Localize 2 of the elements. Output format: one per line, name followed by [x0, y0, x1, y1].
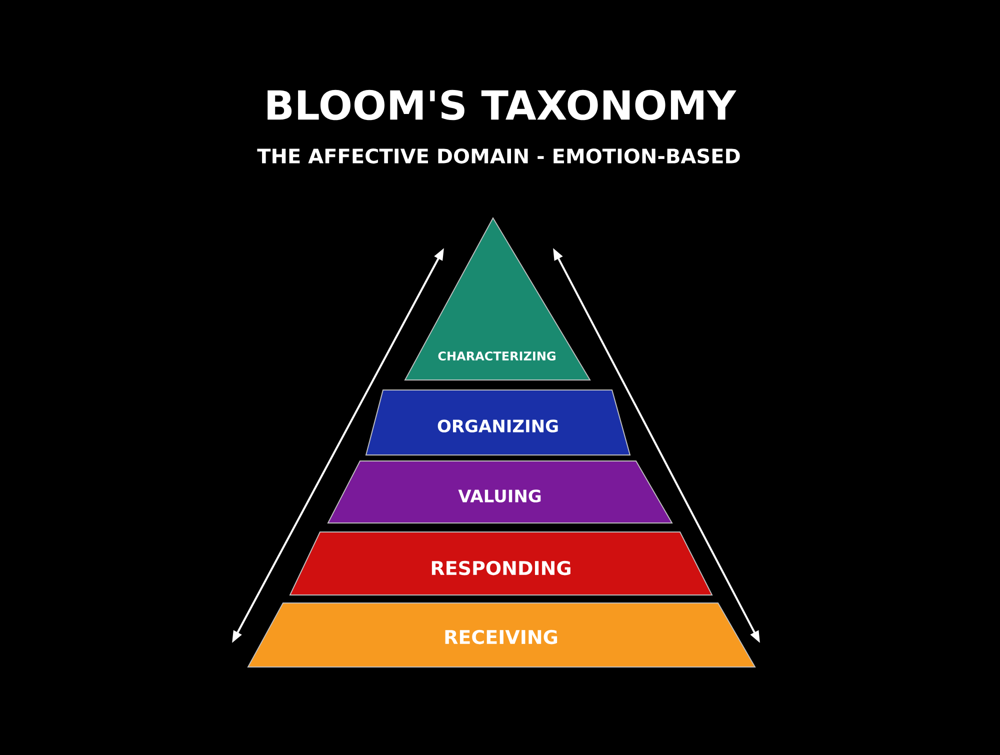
subtitle: THE AFFECTIVE DOMAIN - EMOTION-BASED: [257, 148, 740, 164]
title: BLOOM'S TAXONOMY: [268, 90, 736, 120]
